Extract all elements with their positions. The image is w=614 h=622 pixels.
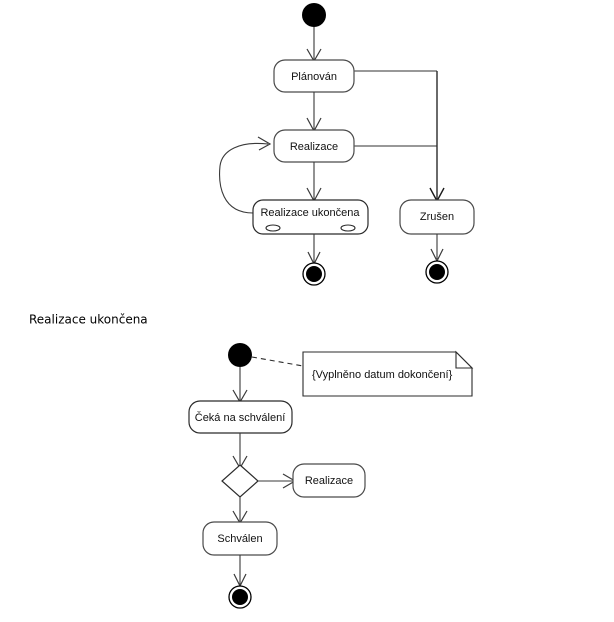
rail-to-zrusen xyxy=(429,71,445,203)
transition-initial-to-planovan xyxy=(306,27,322,63)
note-comment-label: {Vyplněno datum dokončení} xyxy=(312,369,453,381)
top-initial-node[interactable] xyxy=(302,3,326,27)
bottom-final-node[interactable] xyxy=(228,585,252,609)
transition-ukoncena-to-realizace xyxy=(219,136,272,214)
state-realizace-top-label: Realizace xyxy=(290,141,338,153)
transition-schvalen-to-final xyxy=(233,555,247,588)
state-zrusen-label: Zrušen xyxy=(420,211,454,223)
transition-realizace-to-ukoncena xyxy=(306,162,322,203)
state-schvalen-label: Schválen xyxy=(217,533,262,545)
state-planovan-label: Plánován xyxy=(291,71,337,83)
transition-decision-to-schvalen xyxy=(232,497,248,525)
note-connector xyxy=(251,356,304,367)
decision-node[interactable] xyxy=(221,464,259,498)
state-ceka-na-schvaleni-label: Čeká na schválení xyxy=(195,411,286,424)
state-planovan[interactable]: Plánován xyxy=(273,59,355,93)
state-realizace-bottom[interactable]: Realizace xyxy=(292,463,366,498)
transition-initial-to-ceka xyxy=(232,367,248,404)
state-zrusen[interactable]: Zrušen xyxy=(399,199,475,235)
top-final-node-left[interactable] xyxy=(302,262,326,286)
state-schvalen[interactable]: Schválen xyxy=(202,521,278,556)
state-ceka-na-schvaleni[interactable]: Čeká na schválení xyxy=(188,400,293,434)
transition-ceka-to-decision xyxy=(232,433,248,470)
state-realizace-top[interactable]: Realizace xyxy=(273,129,355,163)
diagram-top: Plánován Realizace xyxy=(219,3,475,286)
transition-decision-to-realizace xyxy=(258,473,297,489)
note-comment[interactable]: {Vyplněno datum dokončení} xyxy=(302,350,474,397)
transition-ukoncena-to-final xyxy=(307,234,321,266)
transition-planovan-to-realizace xyxy=(306,92,322,133)
section-caption: Realizace ukončena xyxy=(29,313,148,327)
top-final-node-right[interactable] xyxy=(425,260,449,284)
transition-zrusen-to-final xyxy=(430,234,444,263)
diagram-bottom: {Vyplněno datum dokončení} Čeká na schvá… xyxy=(188,343,474,609)
state-realizace-bottom-label: Realizace xyxy=(305,475,353,487)
state-realizace-ukoncena-label: Realizace ukončena xyxy=(260,207,360,219)
state-realizace-ukoncena[interactable]: Realizace ukončena xyxy=(252,199,369,235)
bottom-initial-node[interactable] xyxy=(228,343,252,367)
